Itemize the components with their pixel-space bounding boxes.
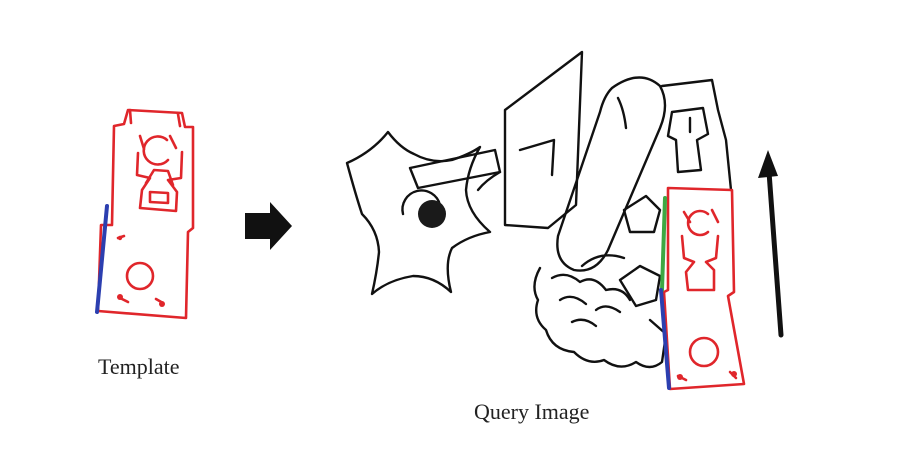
template-part-outline [96, 108, 195, 320]
detected-red-marks [677, 371, 737, 380]
right-arrow-icon [245, 202, 292, 250]
template-blue-edge [95, 204, 109, 314]
query-knob-hole [418, 200, 446, 228]
template-caption: Template [98, 354, 180, 379]
detected-part-outline [662, 186, 746, 391]
query-green-edge [660, 196, 667, 292]
query-clutter-sketch [345, 50, 733, 369]
up-arrow-icon [758, 150, 784, 338]
template-red-marks [117, 235, 165, 307]
query-image-caption: Query Image [474, 399, 590, 424]
query-blue-edge [659, 288, 671, 390]
